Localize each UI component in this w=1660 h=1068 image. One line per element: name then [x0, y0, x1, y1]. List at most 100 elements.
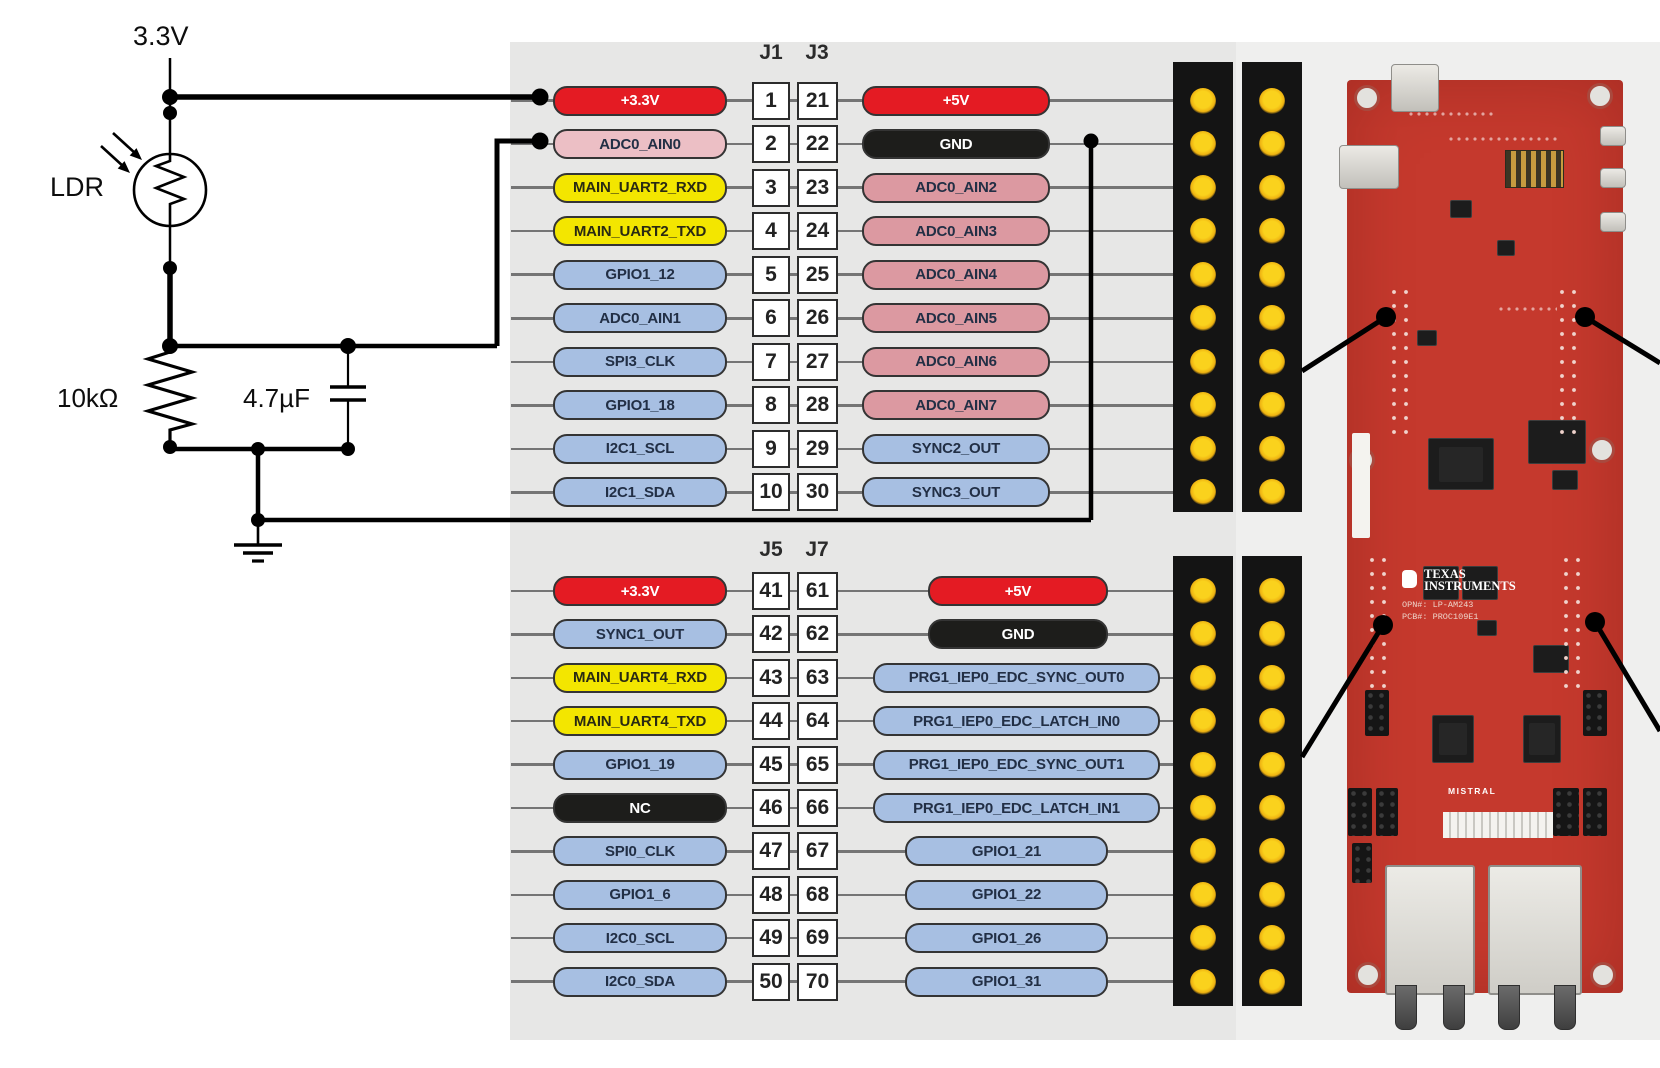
pin-pad-field [1366, 553, 1392, 693]
signal-pill-left: SPI0_CLK [553, 836, 727, 867]
pin-number-box: 10 [752, 473, 790, 512]
pin-hole-dot [1259, 795, 1285, 821]
pin-stub-line [511, 273, 553, 276]
light-arrowheads [117, 148, 142, 173]
signal-pill-right: ADC0_AIN4 [862, 259, 1050, 290]
pin-hole-dot [1190, 174, 1216, 201]
pin-stub-line [511, 980, 553, 983]
pin-stub-line [511, 850, 553, 853]
pin-number-box: 1 [752, 81, 790, 120]
resistor-value-label: 10kΩ [57, 383, 119, 413]
header-pin-column [1173, 556, 1233, 1006]
ti-bug-icon [1402, 570, 1417, 588]
silkscreen-marks [1407, 110, 1497, 120]
pin-connector-line [838, 980, 905, 983]
ic-chip [1450, 200, 1472, 218]
jtag-header [1505, 150, 1564, 188]
signal-pill-right: SYNC2_OUT [862, 433, 1050, 464]
pin-stub-line [511, 99, 553, 102]
capacitor-value-label: 4.7µF [243, 383, 311, 413]
pin-connector-line [838, 850, 905, 853]
pin-connector-line [790, 273, 797, 276]
pin-connector-line [838, 360, 862, 364]
pin-hole-dot [1259, 174, 1285, 201]
pin-stub-line [511, 763, 553, 766]
signal-pill-left: GPIO1_18 [553, 390, 727, 421]
pin-hole-dot [1259, 479, 1285, 506]
pin-hole-dot [1259, 305, 1285, 332]
pin-connector-line [790, 360, 797, 364]
signal-pill-right: PRG1_IEP0_EDC_SYNC_OUT0 [873, 662, 1160, 693]
signal-pill-left: NC [553, 793, 727, 823]
pin-connector-line [838, 893, 905, 897]
ic-chip [1423, 566, 1459, 600]
pin-connector-line [727, 806, 752, 810]
signal-pill-right: PRG1_IEP0_EDC_LATCH_IN0 [873, 706, 1160, 737]
resistor-symbol [142, 346, 198, 448]
pin-connector-line [790, 99, 797, 102]
ethernet-jack-leg [1395, 985, 1417, 1030]
mistral-logo-text: MISTRAL [1448, 786, 1497, 796]
signal-pill-left: +3.3V [553, 576, 727, 606]
pin-hole-dot [1190, 479, 1216, 506]
pin-number-box: 4 [752, 212, 790, 251]
pin-connector-line [1050, 142, 1173, 146]
pin-connector-line [838, 633, 928, 636]
ic-chip [1497, 240, 1515, 256]
pin-hole-dot [1259, 435, 1285, 462]
signal-pill-left: ADC0_AIN0 [553, 129, 727, 160]
pin-number-box: 50 [752, 962, 790, 1001]
supply-voltage-label: 3.3V [133, 21, 189, 51]
pin-hole-dot [1259, 664, 1285, 691]
pin-connector-line [790, 719, 797, 723]
pin-connector-line [838, 186, 862, 189]
pin-connector-line [1160, 763, 1173, 766]
pin-header-block [1365, 690, 1389, 736]
pin-number-box: 8 [752, 386, 790, 425]
pin-number-box: 22 [797, 125, 838, 164]
pin-number-box: 5 [752, 255, 790, 294]
pin-connector-line [727, 491, 752, 494]
pin-number-box: 6 [752, 299, 790, 338]
signal-pill-right: GND [928, 619, 1108, 650]
ti-logo-block: TEXAS INSTRUMENTS OPN#: LP-AM243 PCB#: P… [1402, 568, 1562, 664]
pin-stub-line [511, 229, 553, 233]
signal-pill-left: I2C0_SCL [553, 923, 727, 954]
pin-connector-line [790, 633, 797, 636]
pin-hole-dot [1190, 708, 1216, 735]
pin-connector-line [1108, 980, 1173, 983]
pin-connector-line [727, 763, 752, 766]
signal-pill-right: ADC0_AIN2 [862, 172, 1050, 203]
pin-pad-field [1560, 553, 1586, 693]
pin-connector-line [838, 317, 862, 320]
signal-pill-left: SYNC1_OUT [553, 619, 727, 650]
mounting-hole [1354, 85, 1380, 111]
signal-pill-left: GPIO1_6 [553, 879, 727, 910]
pin-number-box: 69 [797, 919, 838, 958]
pin-stub-line [511, 633, 553, 636]
header-pin-column [1173, 62, 1233, 512]
pin-pad-field [1388, 285, 1414, 435]
signal-pill-right: PRG1_IEP0_EDC_SYNC_OUT1 [873, 749, 1160, 780]
ldr-label: LDR [50, 172, 105, 202]
barcode-sticker [1443, 812, 1553, 838]
pin-hole-dot [1190, 838, 1216, 865]
signal-pill-left: GPIO1_12 [553, 259, 727, 290]
pin-connector-line [790, 142, 797, 146]
signal-pill-right: GND [862, 129, 1050, 160]
pin-hole-dot [1259, 392, 1285, 419]
silkscreen-marks [1447, 135, 1557, 143]
usb-connector [1339, 145, 1399, 189]
pin-hole-dot [1190, 578, 1216, 604]
pin-number-box: 41 [752, 572, 790, 610]
pin-number-box: 47 [752, 832, 790, 871]
pin-header-block [1583, 788, 1607, 836]
signal-pill-right: GPIO1_22 [905, 879, 1108, 910]
pin-connector-line [838, 676, 873, 680]
push-button [1600, 126, 1626, 146]
pin-number-box: 30 [797, 473, 838, 512]
pin-connector-line [790, 404, 797, 407]
pin-number-box: 21 [797, 81, 838, 120]
pin-hole-dot [1259, 838, 1285, 865]
